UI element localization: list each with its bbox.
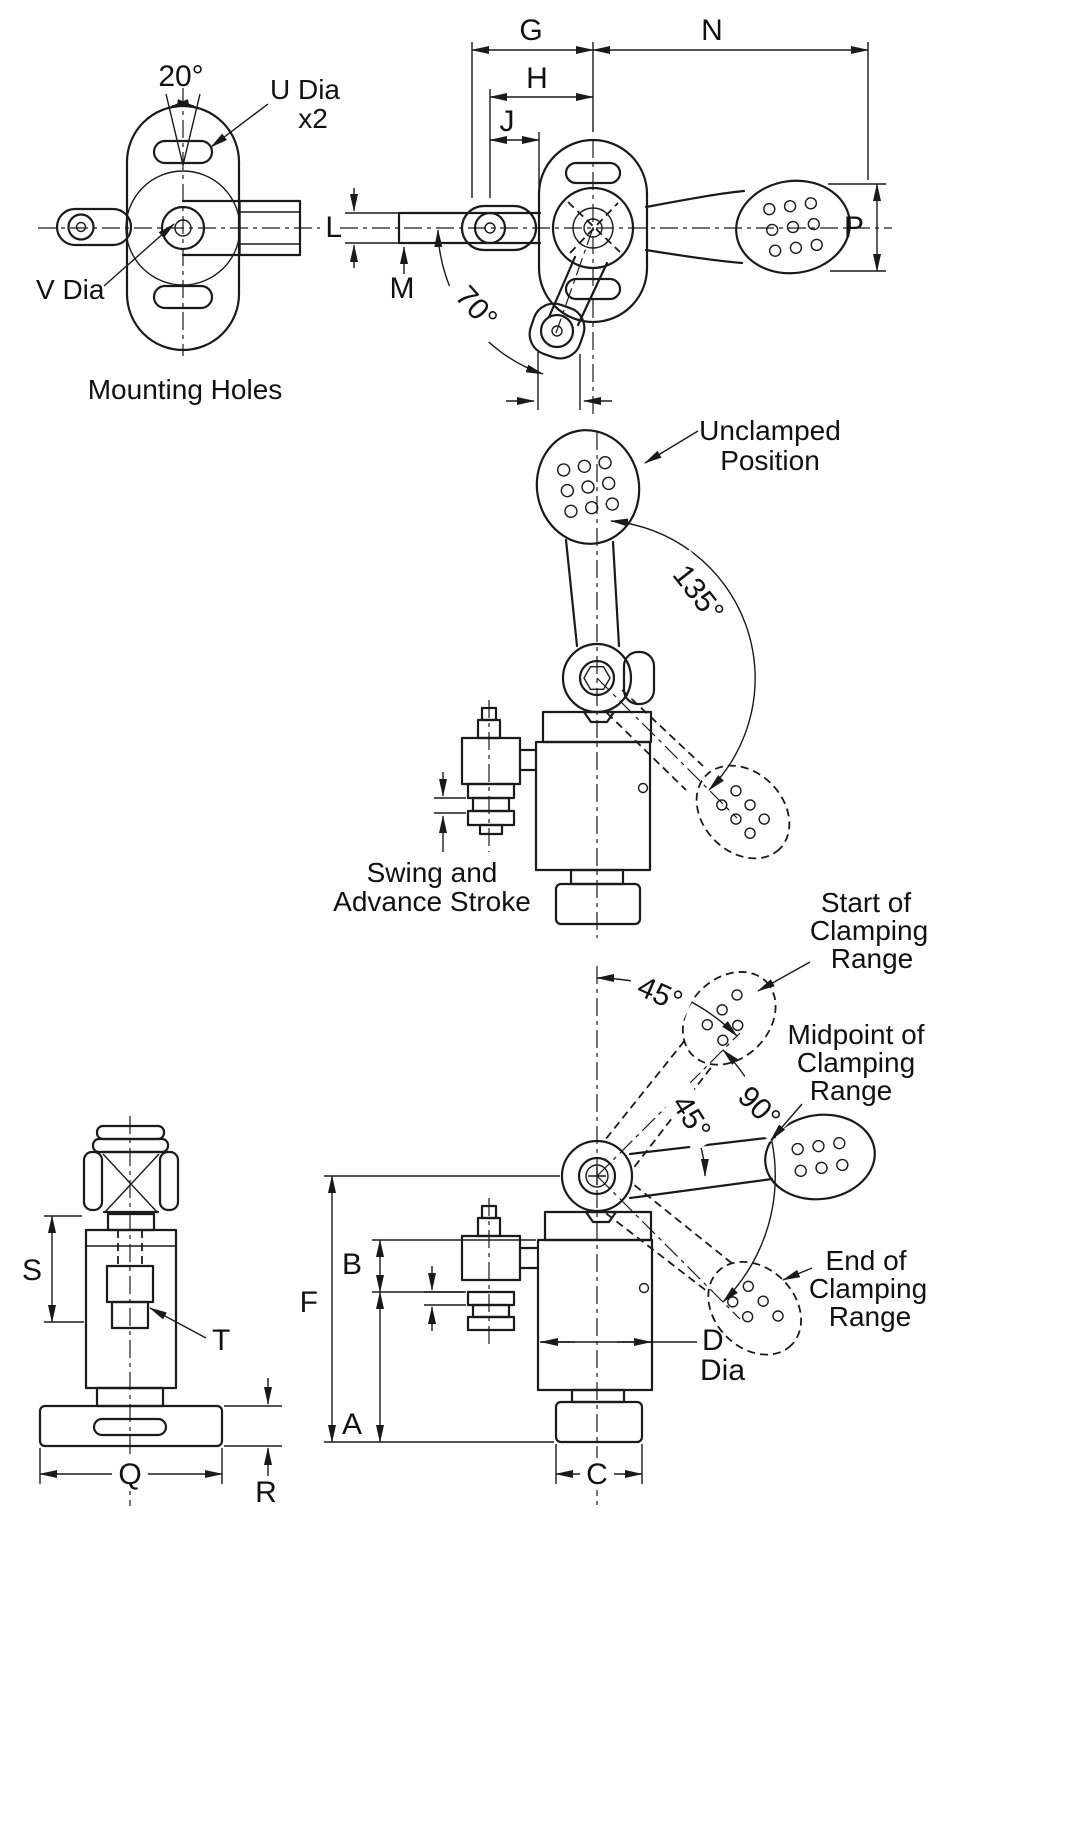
dim-l-label: L [325,211,342,244]
end-arm-phantom [605,1184,802,1356]
cylinder-end-range [554,1400,644,1444]
angle-135-arc [610,518,756,791]
dim-j-label: J [500,105,515,138]
arm-up [564,538,621,648]
midpoint-range-leader [770,1103,803,1141]
flow-valve [460,736,522,786]
midpoint-paddle [764,1113,876,1201]
dim-s-label: S [22,1254,42,1287]
unclamped-label-line1: Unclamped [699,415,841,446]
dim-n-label: N [701,14,723,47]
dim-q-label: Q [118,1458,141,1491]
pivot-boss-top [551,186,635,270]
dim-r-label: R [255,1476,277,1509]
arm-top [644,189,746,265]
dim-t-leader [149,1307,207,1339]
unclamped-leader [644,430,699,464]
midpoint-range-label-line1: Midpoint of [788,1019,925,1050]
unclamped-position-view: Swing and Advance Stroke 135° Unclamped … [333,415,841,938]
dim-b-label: B [342,1248,362,1281]
end-range-label-line3: Range [829,1301,912,1332]
dim-f-label: F [300,1286,318,1319]
clamped-paddle-phantom [695,764,791,860]
paddle-top [735,179,851,275]
u-dia-label-line1: U Dia [270,74,340,105]
collar-range [543,1210,653,1242]
front-view: S T Q R [22,1116,282,1509]
clamped-arm-phantom [606,689,704,791]
dim-c-label: C [586,1458,608,1491]
start-range-label-line3: Range [831,943,914,974]
mounting-holes-view: 20° U Dia x2 V Dia Mounting Holes [36,60,340,405]
dim-g-label: G [519,14,542,47]
dim-d-label-line2: Dia [700,1354,745,1387]
swung-arm [547,255,609,327]
body-front [84,1228,178,1390]
v-dia-label: V Dia [36,274,105,305]
end-range-leader [782,1267,813,1281]
v-dia-leader [103,223,175,287]
clamp-body-range [536,1238,654,1392]
base-flange [38,1404,224,1448]
top-dimension-view: 70° G N H J L M P [325,14,892,418]
clamp-body [534,740,652,872]
clamping-range-view: 45° 45° 90° F B [300,887,928,1508]
dim-m-label: M [390,272,415,305]
paddle-holes-up [556,455,620,519]
flow-valve-range [460,1234,522,1282]
paddle-holes-top [763,197,823,257]
midpoint-range-label-line2: Clamping [797,1047,915,1078]
u-dia-label-line2: x2 [298,103,328,134]
pivot-bolt-hex [583,666,611,690]
stroke-label-line2: Advance Stroke [333,886,531,917]
dim-t-label: T [212,1324,230,1357]
plunger-detail [110,1300,150,1330]
unclamped-label-line2: Position [720,445,820,476]
arm-plan-outline [181,199,302,257]
dim-p-label: P [844,211,864,244]
end-range-label-line2: Clamping [809,1273,927,1304]
start-range-leader [757,961,811,992]
end-range-label-line1: End of [826,1245,907,1276]
rod-end-outline [55,207,133,247]
start-range-label-line2: Clamping [810,915,928,946]
cylinder-end [554,882,642,926]
start-range-label-line1: Start of [821,887,911,918]
paddle-up [535,429,641,545]
dim-d-label-line1: D [702,1324,724,1357]
dim-h-label: H [526,62,548,95]
dim-a-label: A [342,1408,362,1441]
stroke-label-line1: Swing and [367,857,498,888]
mounting-holes-caption: Mounting Holes [88,374,283,405]
midpoint-range-label-line3: Range [810,1075,893,1106]
mounting-slot-bottom [152,284,214,310]
angle-20-label: 20° [158,60,203,93]
u-dia-leader [210,103,269,148]
